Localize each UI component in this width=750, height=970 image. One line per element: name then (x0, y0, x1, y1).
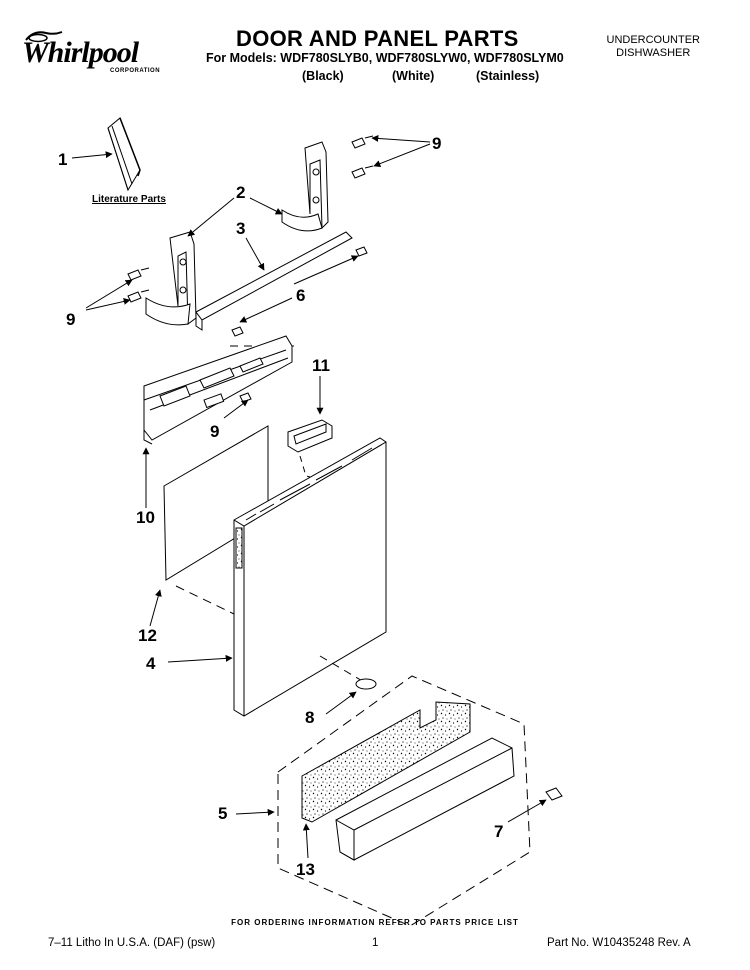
top-rail (195, 231, 353, 331)
control-console (143, 335, 293, 445)
callout-3: 3 (236, 219, 246, 238)
brand-name: Whirlpool (22, 36, 139, 69)
part-number: Part No. W10435248 Rev. A (547, 937, 691, 949)
product-type-line-1: UNDERCOUNTER (606, 34, 701, 46)
callout-12: 12 (138, 626, 157, 645)
rail-screw-left (231, 326, 244, 337)
literature-parts-label: Literature Parts (92, 194, 166, 205)
outer-door-panel (233, 437, 387, 717)
whirlpool-logo: Whirlpool CORPORATION (18, 22, 178, 82)
right-hinge-bracket (281, 141, 329, 232)
callout-4: 4 (146, 654, 156, 673)
logo-swoosh-icon (25, 31, 63, 43)
literature-book (107, 117, 141, 192)
callout-9-left: 9 (66, 310, 76, 329)
callout-2: 2 (236, 183, 246, 202)
callout-5: 5 (218, 804, 228, 823)
variant-white: (White) (392, 69, 435, 83)
callout-1: 1 (58, 150, 68, 169)
rail-screw-right (355, 246, 368, 257)
variant-stainless: (Stainless) (476, 69, 540, 83)
litho-info: 7–11 Litho In U.S.A. (DAF) (psw) (48, 937, 216, 949)
toe-screw (545, 787, 563, 801)
callout-11: 11 (312, 356, 330, 375)
callout-9-top: 9 (432, 134, 442, 153)
toe-panel (335, 737, 515, 861)
top-screws (351, 135, 374, 179)
product-type: UNDERCOUNTER DISHWASHER (607, 34, 701, 60)
callout-6: 6 (296, 286, 306, 305)
ordering-info: FOR ORDERING INFORMATION REFER TO PARTS … (231, 918, 519, 927)
toe-insulation (301, 701, 471, 823)
plug-button (355, 678, 377, 690)
variant-black: (Black) (302, 69, 344, 83)
callout-10: 10 (136, 508, 155, 527)
callout-8: 8 (305, 708, 315, 727)
page-number: 1 (372, 937, 379, 949)
models-line: For Models: WDF780SLYB0, WDF780SLYW0, WD… (206, 51, 564, 65)
product-type-line-2: DISHWASHER (616, 47, 691, 59)
callout-9-middle: 9 (210, 422, 220, 441)
kit-outline (277, 675, 531, 927)
callout-7: 7 (494, 822, 504, 841)
left-screws (127, 267, 150, 303)
left-hinge-bracket (145, 231, 197, 326)
page-title: DOOR AND PANEL PARTS (236, 26, 519, 51)
console-screw (239, 392, 252, 403)
callout-13: 13 (296, 860, 315, 879)
brand-corporation: CORPORATION (110, 68, 161, 74)
door-handle (287, 419, 333, 453)
